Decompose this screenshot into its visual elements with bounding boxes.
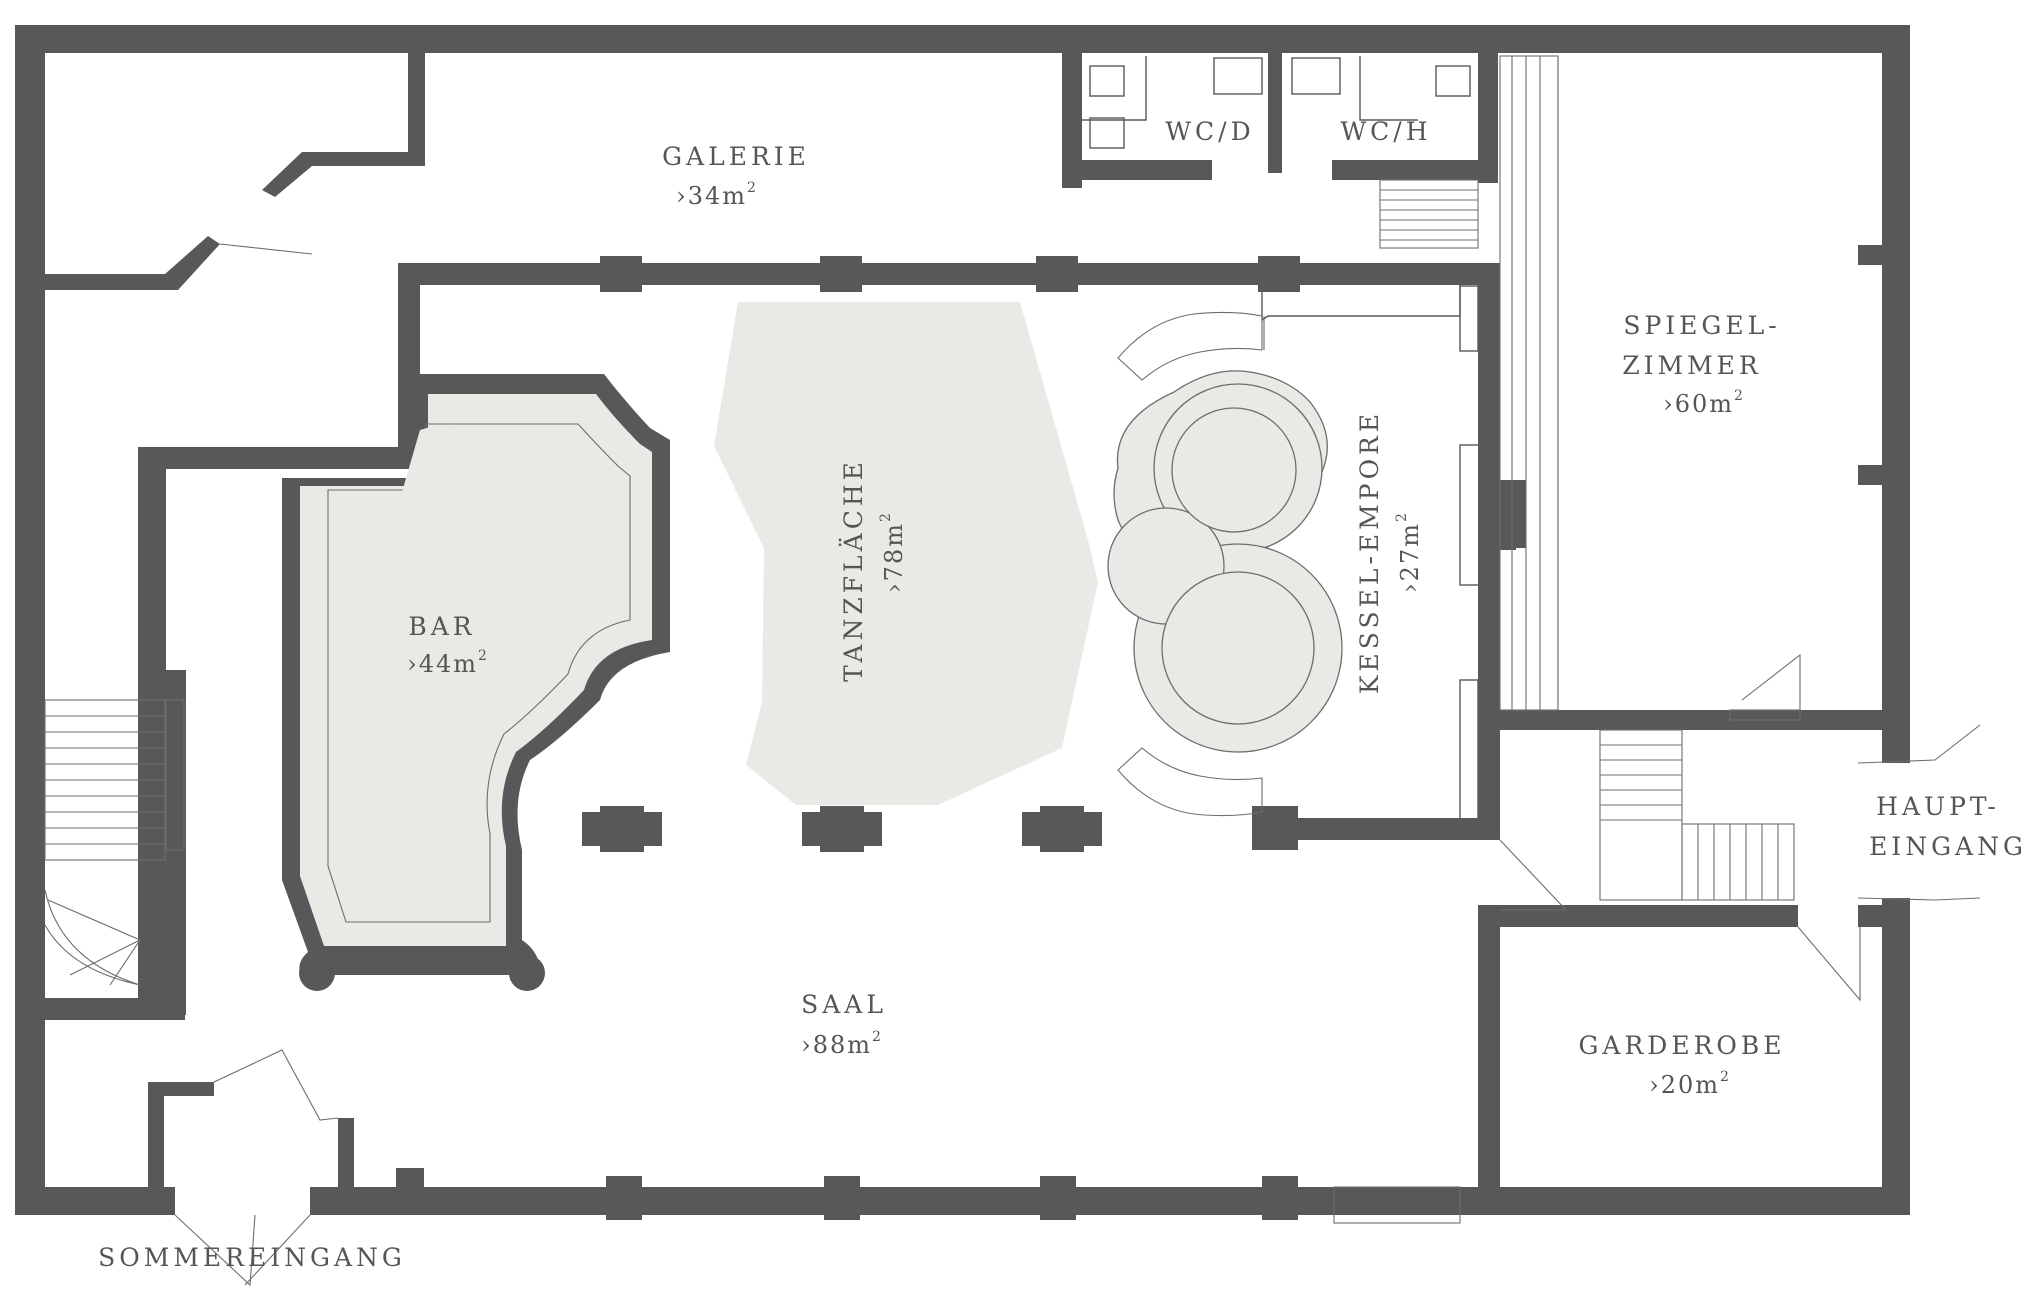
haupteingang-label-1: HAUPT- [1876, 792, 2000, 821]
stairs [44, 55, 1795, 986]
wc-h-label: WC/H [1340, 117, 1431, 146]
room-labels: GALERIE ›34m2 WC/D WC/H SPIEGEL- ZIMMER … [98, 117, 2027, 1272]
garderobe-area: ›20m2 [1649, 1069, 1731, 1099]
sommereingang-label: SOMMEREINGANG [98, 1243, 406, 1272]
wc-d-label: WC/D [1165, 117, 1254, 146]
outer-walls [15, 25, 1910, 1215]
interior-walls [45, 53, 1882, 1220]
galerie-area: ›34m2 [676, 180, 758, 210]
tanzflaeche-label: TANZFLÄCHE [839, 458, 868, 682]
saal-label: SAAL [801, 990, 887, 1019]
garderobe-label: GARDEROBE [1578, 1031, 1785, 1060]
kessel-empore [1107, 285, 1526, 821]
bar-counter [282, 374, 670, 991]
haupteingang-label-2: EINGANG [1869, 832, 2027, 861]
galerie-label: GALERIE [662, 142, 810, 171]
spiegel-label-1: SPIEGEL- [1623, 311, 1780, 340]
saal-area: ›88m2 [801, 1029, 883, 1059]
kessel-area: ›27m2 [1394, 511, 1424, 593]
tanzflaeche-area: ›78m2 [878, 511, 908, 593]
spiegel-label-2: ZIMMER [1622, 351, 1762, 380]
dance-floor [714, 302, 1098, 805]
bar-area: ›44m2 [407, 648, 489, 678]
kessel-label: KESSEL-EMPORE [1355, 410, 1384, 694]
spiegel-area: ›60m2 [1663, 388, 1745, 418]
door-swings [174, 243, 1981, 1287]
bar-label: BAR [408, 612, 475, 641]
wc-fixtures [1082, 56, 1471, 149]
